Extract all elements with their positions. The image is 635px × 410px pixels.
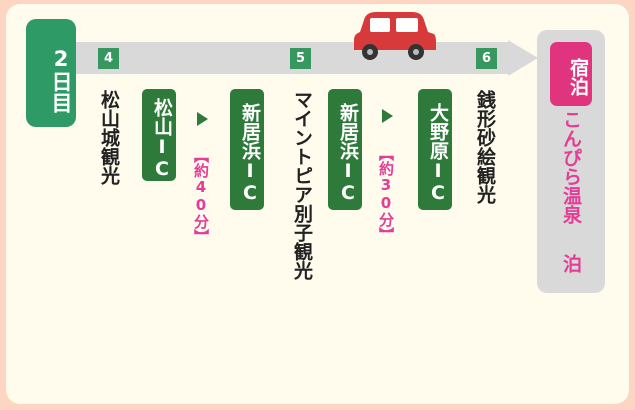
- ic-niihama-1: 新居浜IC: [230, 89, 264, 210]
- route-arrow-marker-2: [382, 109, 393, 123]
- step-number-4: 4: [98, 48, 119, 69]
- ic-onohara: 大野原IC: [418, 89, 452, 210]
- duration-40min: 【約40分】: [192, 148, 210, 244]
- sight-matsuyama-castle: 松山城観光: [98, 90, 120, 185]
- ic-niihama-2: 新居浜IC: [328, 89, 362, 210]
- stay-suffix: 泊: [560, 254, 582, 273]
- duration-30min: 【約30分】: [377, 146, 395, 242]
- step-number-5: 5: [290, 48, 311, 69]
- sight-zenigata: 銭形砂絵観光: [474, 90, 496, 204]
- car-icon: [354, 12, 436, 60]
- ic-matsuyama: 松山IC: [142, 89, 176, 181]
- stay-place: こんぴら温泉: [560, 110, 582, 224]
- sight-mine-topia: マイントピア別子観光: [291, 90, 313, 280]
- day-label: 2日目: [26, 19, 76, 127]
- route-arrow-head: [508, 40, 538, 76]
- stay-badge: 宿泊: [550, 42, 592, 106]
- route-arrow-marker-1: [197, 112, 208, 126]
- step-number-6: 6: [476, 48, 497, 69]
